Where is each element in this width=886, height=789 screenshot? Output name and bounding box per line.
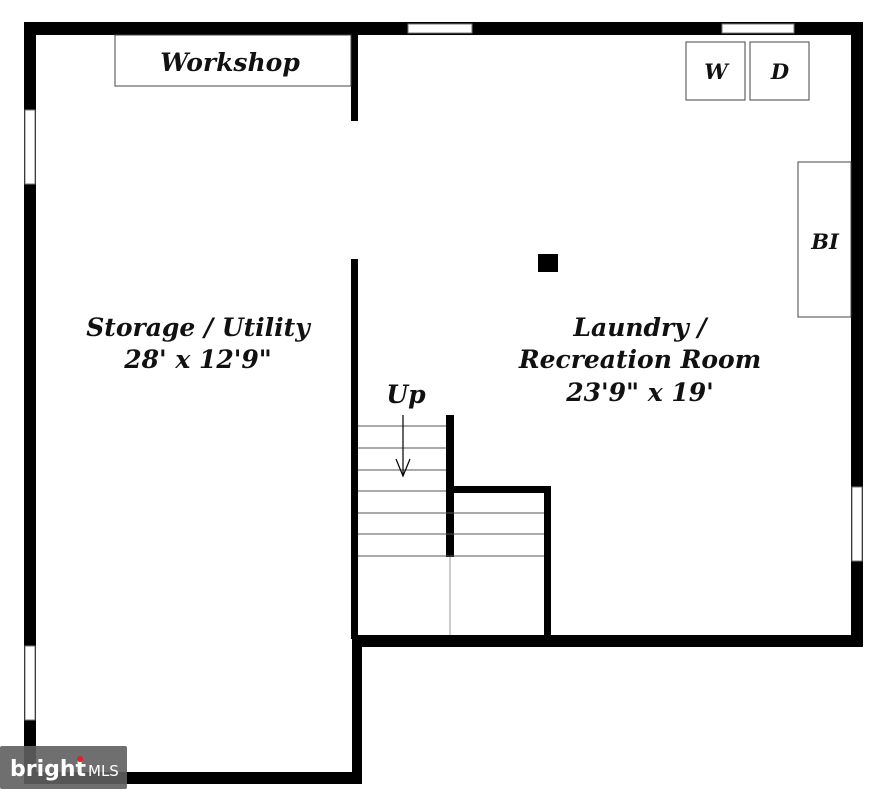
- built-in-box: [797, 161, 852, 318]
- exterior-walls: [24, 22, 863, 784]
- workshop-label: Workshop: [160, 48, 300, 77]
- staircase: Up: [358, 380, 544, 635]
- laundry-room-name-line1: Laundry /: [572, 313, 709, 342]
- window-left-lower: [24, 645, 36, 721]
- stairs-direction-arrow: [395, 415, 411, 478]
- window-left-upper: [24, 109, 36, 185]
- washer-label: W: [704, 59, 730, 84]
- storage-room-name: Storage / Utility: [86, 313, 311, 342]
- storage-room-dims: 28' x 12'9": [123, 345, 272, 374]
- laundry-room-dims: 23'9" x 19': [565, 378, 714, 407]
- partition-lower: [351, 259, 358, 639]
- window-right: [851, 486, 863, 562]
- window-top-left: [407, 23, 473, 34]
- support-post: [538, 254, 558, 272]
- watermark-brand: bright: [10, 757, 87, 782]
- stairs-up-label: Up: [386, 380, 426, 409]
- watermark-suffix: MLS: [88, 762, 119, 780]
- windows: [24, 23, 863, 721]
- stair-landing-top-wall: [454, 486, 551, 493]
- partition-upper: [351, 35, 358, 121]
- brightmls-watermark: bright MLS: [0, 746, 127, 789]
- stair-center-wall: [446, 415, 454, 557]
- workshop-bench: [114, 34, 352, 87]
- window-top-right: [721, 23, 795, 34]
- laundry-room-name-line2: Recreation Room: [518, 345, 761, 374]
- stair-treads: [358, 425, 544, 635]
- washer-box: [685, 41, 746, 101]
- watermark-dot-icon: [77, 756, 83, 762]
- built-in-label: BI: [810, 229, 840, 254]
- stair-landing-right-wall: [544, 486, 551, 637]
- interior-walls: [351, 35, 551, 639]
- dryer-box: [749, 41, 810, 101]
- dryer-label: D: [770, 59, 790, 84]
